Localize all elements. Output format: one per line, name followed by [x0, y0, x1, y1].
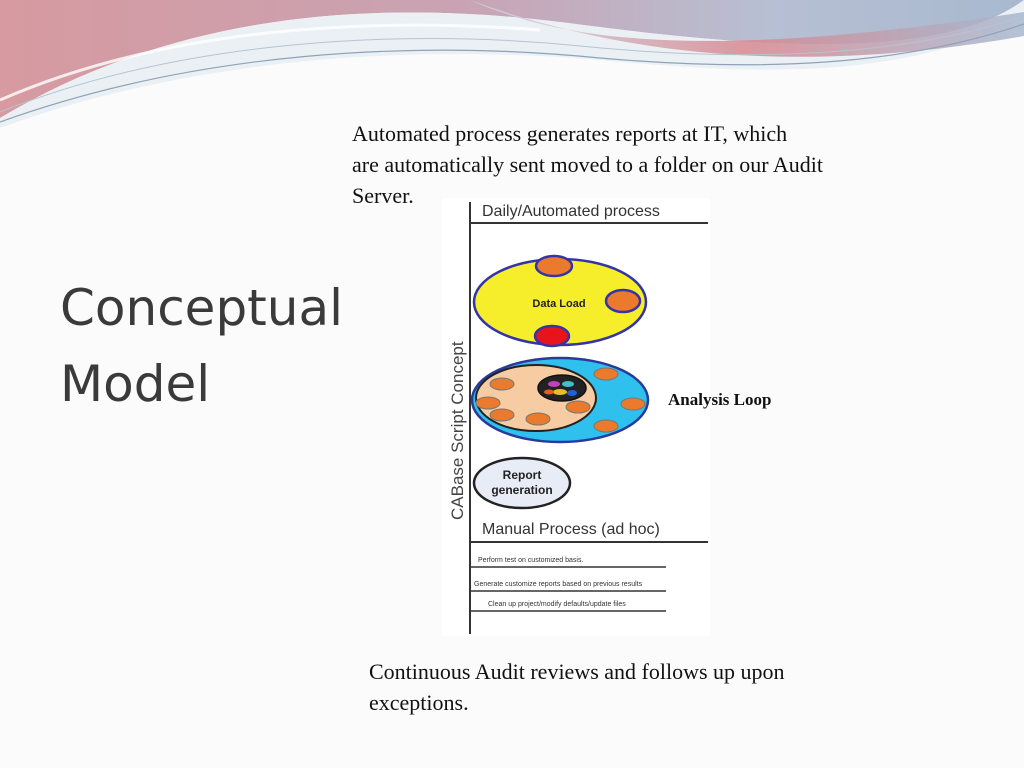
conclusion-line: Continuous Audit reviews and follows up … — [369, 659, 785, 684]
slide-title: Conceptual Model — [60, 270, 360, 422]
input-dot — [604, 288, 642, 314]
analysis-core — [537, 374, 587, 402]
analysis-dot — [565, 400, 591, 414]
intro-line: Server. — [352, 183, 414, 208]
decorative-banner — [0, 0, 1024, 128]
analysis-dot — [593, 419, 619, 433]
manual-step: Generate customize reports based on prev… — [474, 581, 643, 588]
input-dot — [533, 324, 571, 348]
title-line: Model — [60, 355, 211, 413]
conclusion-text: Continuous Audit reviews and follows up … — [369, 656, 929, 718]
analysis-dot — [475, 396, 501, 410]
analysis-loop-node — [470, 356, 650, 444]
automated-header: Daily/Automated process — [482, 203, 660, 220]
intro-line: Automated process generates reports at I… — [352, 121, 788, 146]
report-generation-label: Report — [503, 468, 542, 482]
manual-step: Clean up project/modify defaults/update … — [488, 601, 626, 608]
input-dot — [534, 254, 574, 278]
intro-text: Automated process generates reports at I… — [352, 118, 962, 211]
report-generation-node: Report generation — [472, 456, 572, 510]
vertical-label: CABase Script Concept — [448, 341, 467, 520]
data-load-label: Data Load — [532, 298, 585, 310]
analysis-dot — [489, 408, 515, 422]
analysis-dot — [489, 377, 515, 391]
analysis-dot — [593, 367, 619, 381]
concept-diagram: CABase Script Concept Daily/Automated pr… — [442, 198, 710, 636]
conclusion-line: exceptions. — [369, 690, 469, 715]
manual-step: Perform test on customized basis. — [478, 557, 583, 564]
title-line: Conceptual — [60, 279, 344, 337]
analysis-dot — [620, 397, 646, 411]
intro-line: are automatically sent moved to a folder… — [352, 152, 824, 177]
analysis-dot — [525, 412, 551, 426]
report-generation-label: generation — [491, 483, 552, 497]
data-load-node: Data Load — [472, 254, 648, 348]
manual-header: Manual Process (ad hoc) — [482, 521, 660, 538]
analysis-loop-label: Analysis Loop — [668, 390, 772, 409]
